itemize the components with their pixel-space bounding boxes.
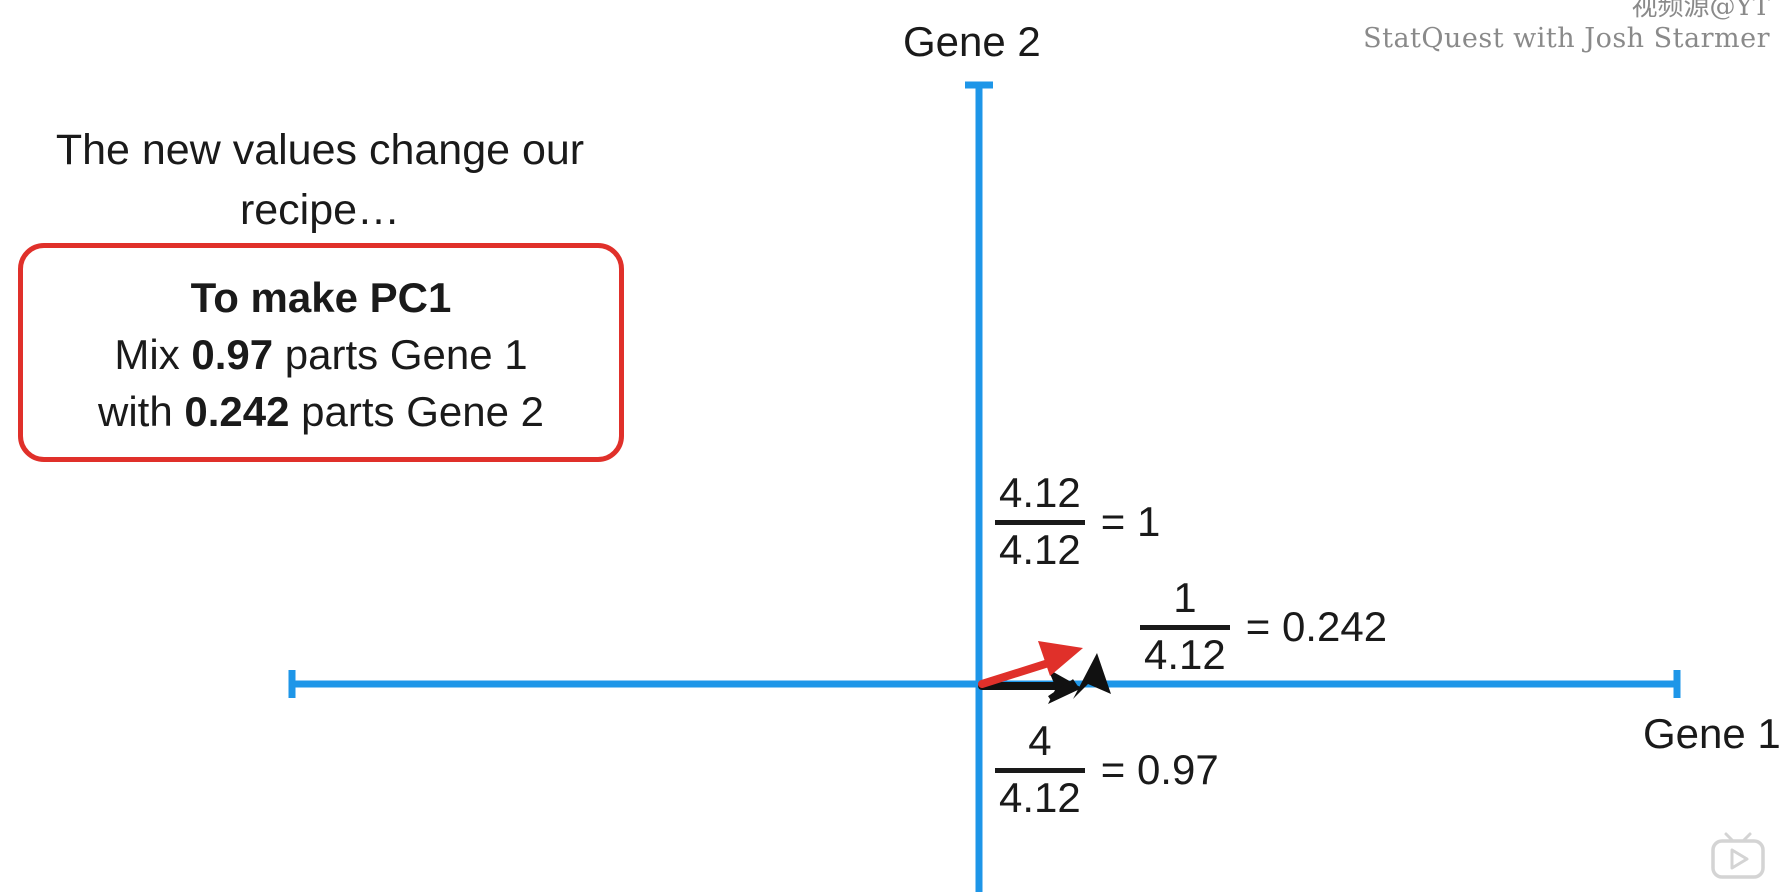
play-icon <box>1711 832 1765 879</box>
fraction-bar <box>1140 625 1230 630</box>
recipe-line-gene1: Mix 0.97 parts Gene 1 <box>114 331 528 378</box>
watermark-source: 视频源@YT <box>1631 0 1770 22</box>
gene2-axis <box>965 81 993 892</box>
fraction-bar <box>995 768 1085 773</box>
watermark: 视频源@YT StatQuest with Josh Starmer <box>1363 0 1770 56</box>
fraction-numerator: 4.12 <box>999 469 1081 516</box>
fraction-denominator: 4.12 <box>1144 631 1226 678</box>
gene2-component-vector <box>1048 653 1111 702</box>
recipe-box: To make PC1 Mix 0.97 parts Gene 1 with 0… <box>18 243 624 462</box>
fraction-numerator: 4 <box>1028 717 1052 764</box>
fraction-result: = 0.242 <box>1245 602 1388 650</box>
recipe-line-gene2: with 0.242 parts Gene 2 <box>98 388 544 435</box>
fraction-numerator: 1 <box>1173 574 1197 621</box>
intro-text: The new values change our recipe… <box>55 126 585 234</box>
fraction-result: = 0.97 <box>1100 745 1219 793</box>
recipe-title: To make PC1 <box>190 274 452 321</box>
pc1-unit-vector <box>978 641 1083 688</box>
play-button[interactable] <box>1710 830 1766 880</box>
fraction-denominator: 4.12 <box>999 526 1081 573</box>
fraction-hypotenuse: 4.12 4.12 = 1 <box>995 470 1160 573</box>
fraction-gene1-component: 4 4.12 = 0.97 <box>995 718 1219 821</box>
watermark-channel: StatQuest with Josh Starmer <box>1363 23 1770 55</box>
gene1-axis-label: Gene 1 <box>1643 710 1781 757</box>
fraction-bar <box>995 520 1085 525</box>
fraction-gene2-component: 1 4.12 = 0.242 <box>1140 575 1387 678</box>
fraction-denominator: 4.12 <box>999 774 1081 821</box>
fraction-result: = 1 <box>1100 497 1161 545</box>
gene2-axis-label: Gene 2 <box>903 18 1041 65</box>
